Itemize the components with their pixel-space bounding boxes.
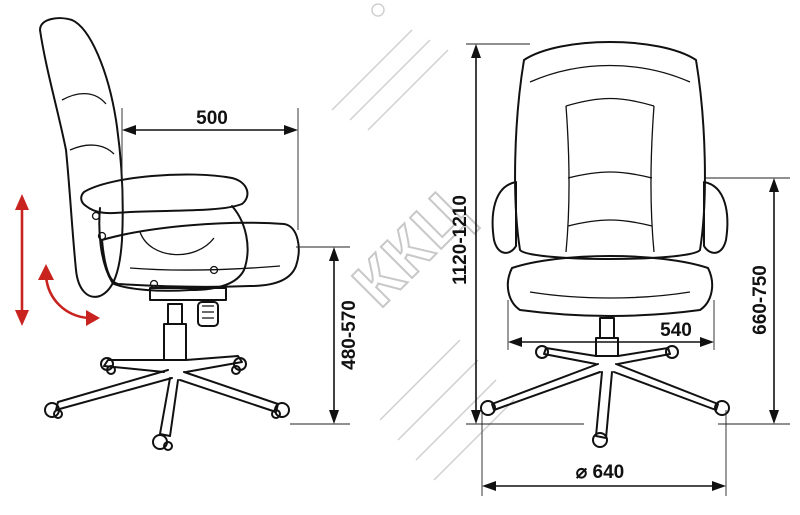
total-height-dimension: 1120-1210 [450, 43, 584, 425]
base-diameter-label: ⌀ 640 [576, 462, 624, 483]
caster [535, 345, 549, 359]
vertical-double-arrow-icon [15, 194, 29, 326]
watermark: ККЦ [331, 3, 515, 481]
caster [714, 400, 730, 416]
caster [231, 357, 247, 375]
seat-depth-label: 500 [196, 108, 228, 129]
caster [271, 402, 290, 419]
caster [665, 345, 679, 359]
curved-double-arrow-icon [38, 264, 100, 326]
seat-height-dimension: 480-570 [290, 246, 360, 425]
caster [152, 434, 173, 451]
seat-height-label: 480-570 [339, 300, 360, 370]
chair-side-view [39, 17, 300, 451]
chair-front-view [480, 41, 730, 448]
armrest-height-label: 660-750 [750, 265, 771, 335]
caster [592, 432, 608, 448]
seat-width-dimension: 540 [507, 300, 715, 350]
base-diameter-dimension: ⌀ 640 [481, 410, 727, 496]
caster [100, 357, 116, 375]
armrest-height-dimension: 660-750 [706, 177, 790, 425]
seat-depth-dimension: 500 [121, 108, 299, 230]
caster [480, 400, 496, 416]
caster [44, 402, 63, 419]
seat-width-label: 540 [660, 320, 692, 341]
total-height-label: 1120-1210 [450, 195, 471, 285]
